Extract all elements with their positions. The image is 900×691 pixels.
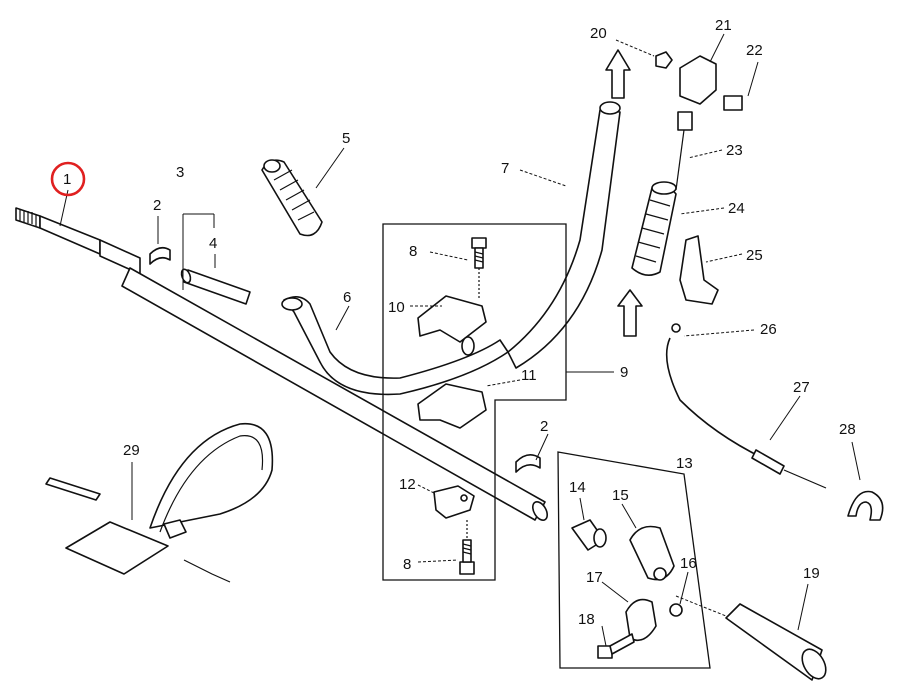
label-2-lower: 2 (540, 418, 548, 435)
label-11: 11 (521, 367, 537, 384)
part-6-left-handle (283, 296, 509, 396)
label-10: 10 (388, 299, 405, 316)
part-11-clamp-lower (417, 383, 487, 429)
label-15: 15 (612, 487, 629, 504)
label-3: 3 (176, 164, 184, 181)
label-23: 23 (726, 142, 743, 159)
part-2-bushing-upper (149, 246, 171, 265)
label-4: 4 (209, 235, 217, 252)
part-25-lever (679, 235, 719, 305)
part-4-sleeve (183, 269, 251, 305)
label-13: 13 (676, 455, 693, 472)
part-8-bolt-upper (471, 237, 487, 269)
part-8-bolt-lower (459, 539, 475, 575)
part-12-plate (433, 485, 475, 519)
part-13-box (557, 451, 711, 669)
label-1: 1 (63, 171, 71, 188)
label-9: 9 (620, 364, 628, 381)
label-16: 16 (680, 555, 697, 572)
label-12: 12 (399, 476, 416, 493)
part-17-clamp (625, 598, 657, 642)
label-7: 7 (501, 160, 509, 177)
label-25: 25 (746, 247, 763, 264)
label-19: 19 (803, 565, 820, 582)
label-6: 6 (343, 289, 351, 306)
part-5-grip (261, 159, 323, 237)
part-15-bracket (629, 525, 675, 581)
label-22: 22 (746, 42, 763, 59)
label-17: 17 (586, 569, 603, 586)
label-8-upper: 8 (409, 243, 417, 260)
part-7-right-handle (507, 109, 621, 369)
part-20-nut (655, 51, 673, 69)
part-9-clamp-box (382, 223, 567, 581)
label-24: 24 (728, 200, 745, 217)
part-21-switch-housing (679, 55, 717, 105)
label-21: 21 (715, 17, 732, 34)
label-14: 14 (569, 479, 586, 496)
label-26: 26 (760, 321, 777, 338)
part-18-screw (597, 633, 635, 659)
part-19-cover (725, 603, 823, 681)
highlight-circle (50, 161, 86, 197)
part-23-wire (675, 111, 693, 191)
part-10-clamp-upper (417, 295, 487, 343)
part-26-cable-end (671, 323, 681, 333)
part-29-harness (45, 422, 274, 583)
label-2-upper: 2 (153, 197, 161, 214)
part-2-bushing-lower (515, 454, 541, 473)
label-5: 5 (342, 130, 350, 147)
label-20: 20 (590, 25, 607, 42)
part-16-nut (669, 603, 683, 617)
label-18: 18 (578, 611, 595, 628)
part-22-screw (723, 95, 743, 111)
part-24-throttle-grip (631, 181, 677, 276)
label-28: 28 (839, 421, 856, 438)
part-28-clip (847, 490, 884, 521)
label-27: 27 (793, 379, 810, 396)
label-29: 29 (123, 442, 140, 459)
part-1-drive-shaft (15, 207, 549, 521)
label-8-lower: 8 (403, 556, 411, 573)
part-27-cable (665, 337, 827, 489)
